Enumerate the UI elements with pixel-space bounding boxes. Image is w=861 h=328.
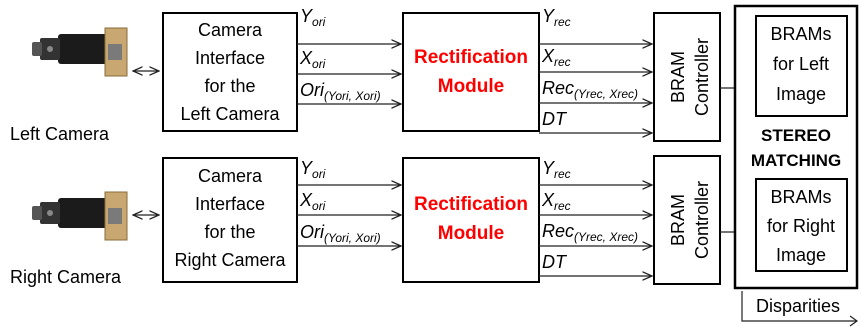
bottom-x-rec: Xrec xyxy=(541,190,571,213)
disparities-output-line xyxy=(741,291,856,322)
rect-left-line-2: Module xyxy=(438,76,505,97)
disparities-output: Disparities xyxy=(741,291,859,327)
bottom-y-ori: Yori xyxy=(300,158,326,181)
interface-right-line-4: Right Camera xyxy=(174,250,286,270)
bram-controller-left: BRAM Controller xyxy=(653,12,721,142)
brams-right-box xyxy=(755,178,848,272)
bram-left-line-1: BRAM xyxy=(668,51,688,103)
bottom-output-signals: Yrec Xrec Rec(Yrec, Xrec) DT xyxy=(539,158,652,276)
top-x-rec: Xrec xyxy=(541,46,571,69)
brams-left-box xyxy=(755,15,848,117)
bram-left-line-2: Controller xyxy=(692,38,712,116)
left-camera-label: Left Camera xyxy=(10,124,110,144)
rectification-module-right: Rectification Module xyxy=(402,157,540,283)
interface-right-line-2: Interface xyxy=(195,194,265,214)
interface-right-line-1: Camera xyxy=(198,166,263,186)
brams-right-line-3: Image xyxy=(776,245,826,265)
bottom-x-ori: Xori xyxy=(299,190,326,213)
interface-left-line-2: Interface xyxy=(195,48,265,68)
interface-right-line-3: for the xyxy=(204,222,255,242)
rect-right-line-2: Module xyxy=(438,223,505,244)
top-input-signals: Yori Xori Ori(Yori, Xori) xyxy=(297,6,401,104)
camera-interface-left: Camera Interface for the Left Camera xyxy=(162,12,298,132)
rect-left-line-1: Rectification xyxy=(414,47,528,68)
top-output-signals: Yrec Xrec Rec(Yrec, Xrec) DT xyxy=(539,6,652,133)
bottom-input-signals: Yori Xori Ori(Yori, Xori) xyxy=(297,158,401,246)
brams-right-line-1: BRAMs xyxy=(770,187,831,207)
bottom-y-rec: Yrec xyxy=(542,158,571,181)
top-dt: DT xyxy=(542,109,568,129)
stereo-matching-line-1: STEREO xyxy=(761,126,831,145)
bram-right-line-1: BRAM xyxy=(668,194,688,246)
bram-right-line-2: Controller xyxy=(692,181,712,259)
brams-left-line-2: for Left xyxy=(773,54,829,74)
top-rec: Rec(Yrec, Xrec) xyxy=(542,78,638,101)
bottom-ori: Ori(Yori, Xori) xyxy=(300,222,381,245)
top-ori: Ori(Yori, Xori) xyxy=(300,80,381,103)
right-camera-icon xyxy=(32,191,128,241)
disparities-label: Disparities xyxy=(756,296,840,316)
camera-interface-right: Camera Interface for the Right Camera xyxy=(162,157,298,283)
interface-left-line-1: Camera xyxy=(198,20,263,40)
stereo-matching-block: BRAMs for Left Image STEREO MATCHING BRA… xyxy=(733,4,859,290)
interface-left-line-3: for the xyxy=(204,76,255,96)
brams-right-line-2: for Right xyxy=(767,216,835,236)
top-y-rec: Yrec xyxy=(542,6,571,29)
bottom-rec: Rec(Yrec, Xrec) xyxy=(542,221,638,244)
bottom-dt: DT xyxy=(542,252,568,272)
rectification-module-left: Rectification Module xyxy=(402,12,540,132)
brams-left-line-1: BRAMs xyxy=(770,24,831,44)
interface-left-line-4: Left Camera xyxy=(180,104,280,124)
stereo-matching-line-2: MATCHING xyxy=(751,151,841,170)
top-y-ori: Yori xyxy=(300,6,326,29)
brams-left-line-3: Image xyxy=(776,84,826,104)
right-camera-label: Right Camera xyxy=(10,267,122,287)
left-camera-icon xyxy=(32,27,128,77)
rect-right-line-1: Rectification xyxy=(414,194,528,215)
disparities-arrowhead xyxy=(849,315,859,327)
bram-controller-right: BRAM Controller xyxy=(653,155,721,285)
top-x-ori: Xori xyxy=(299,48,326,71)
